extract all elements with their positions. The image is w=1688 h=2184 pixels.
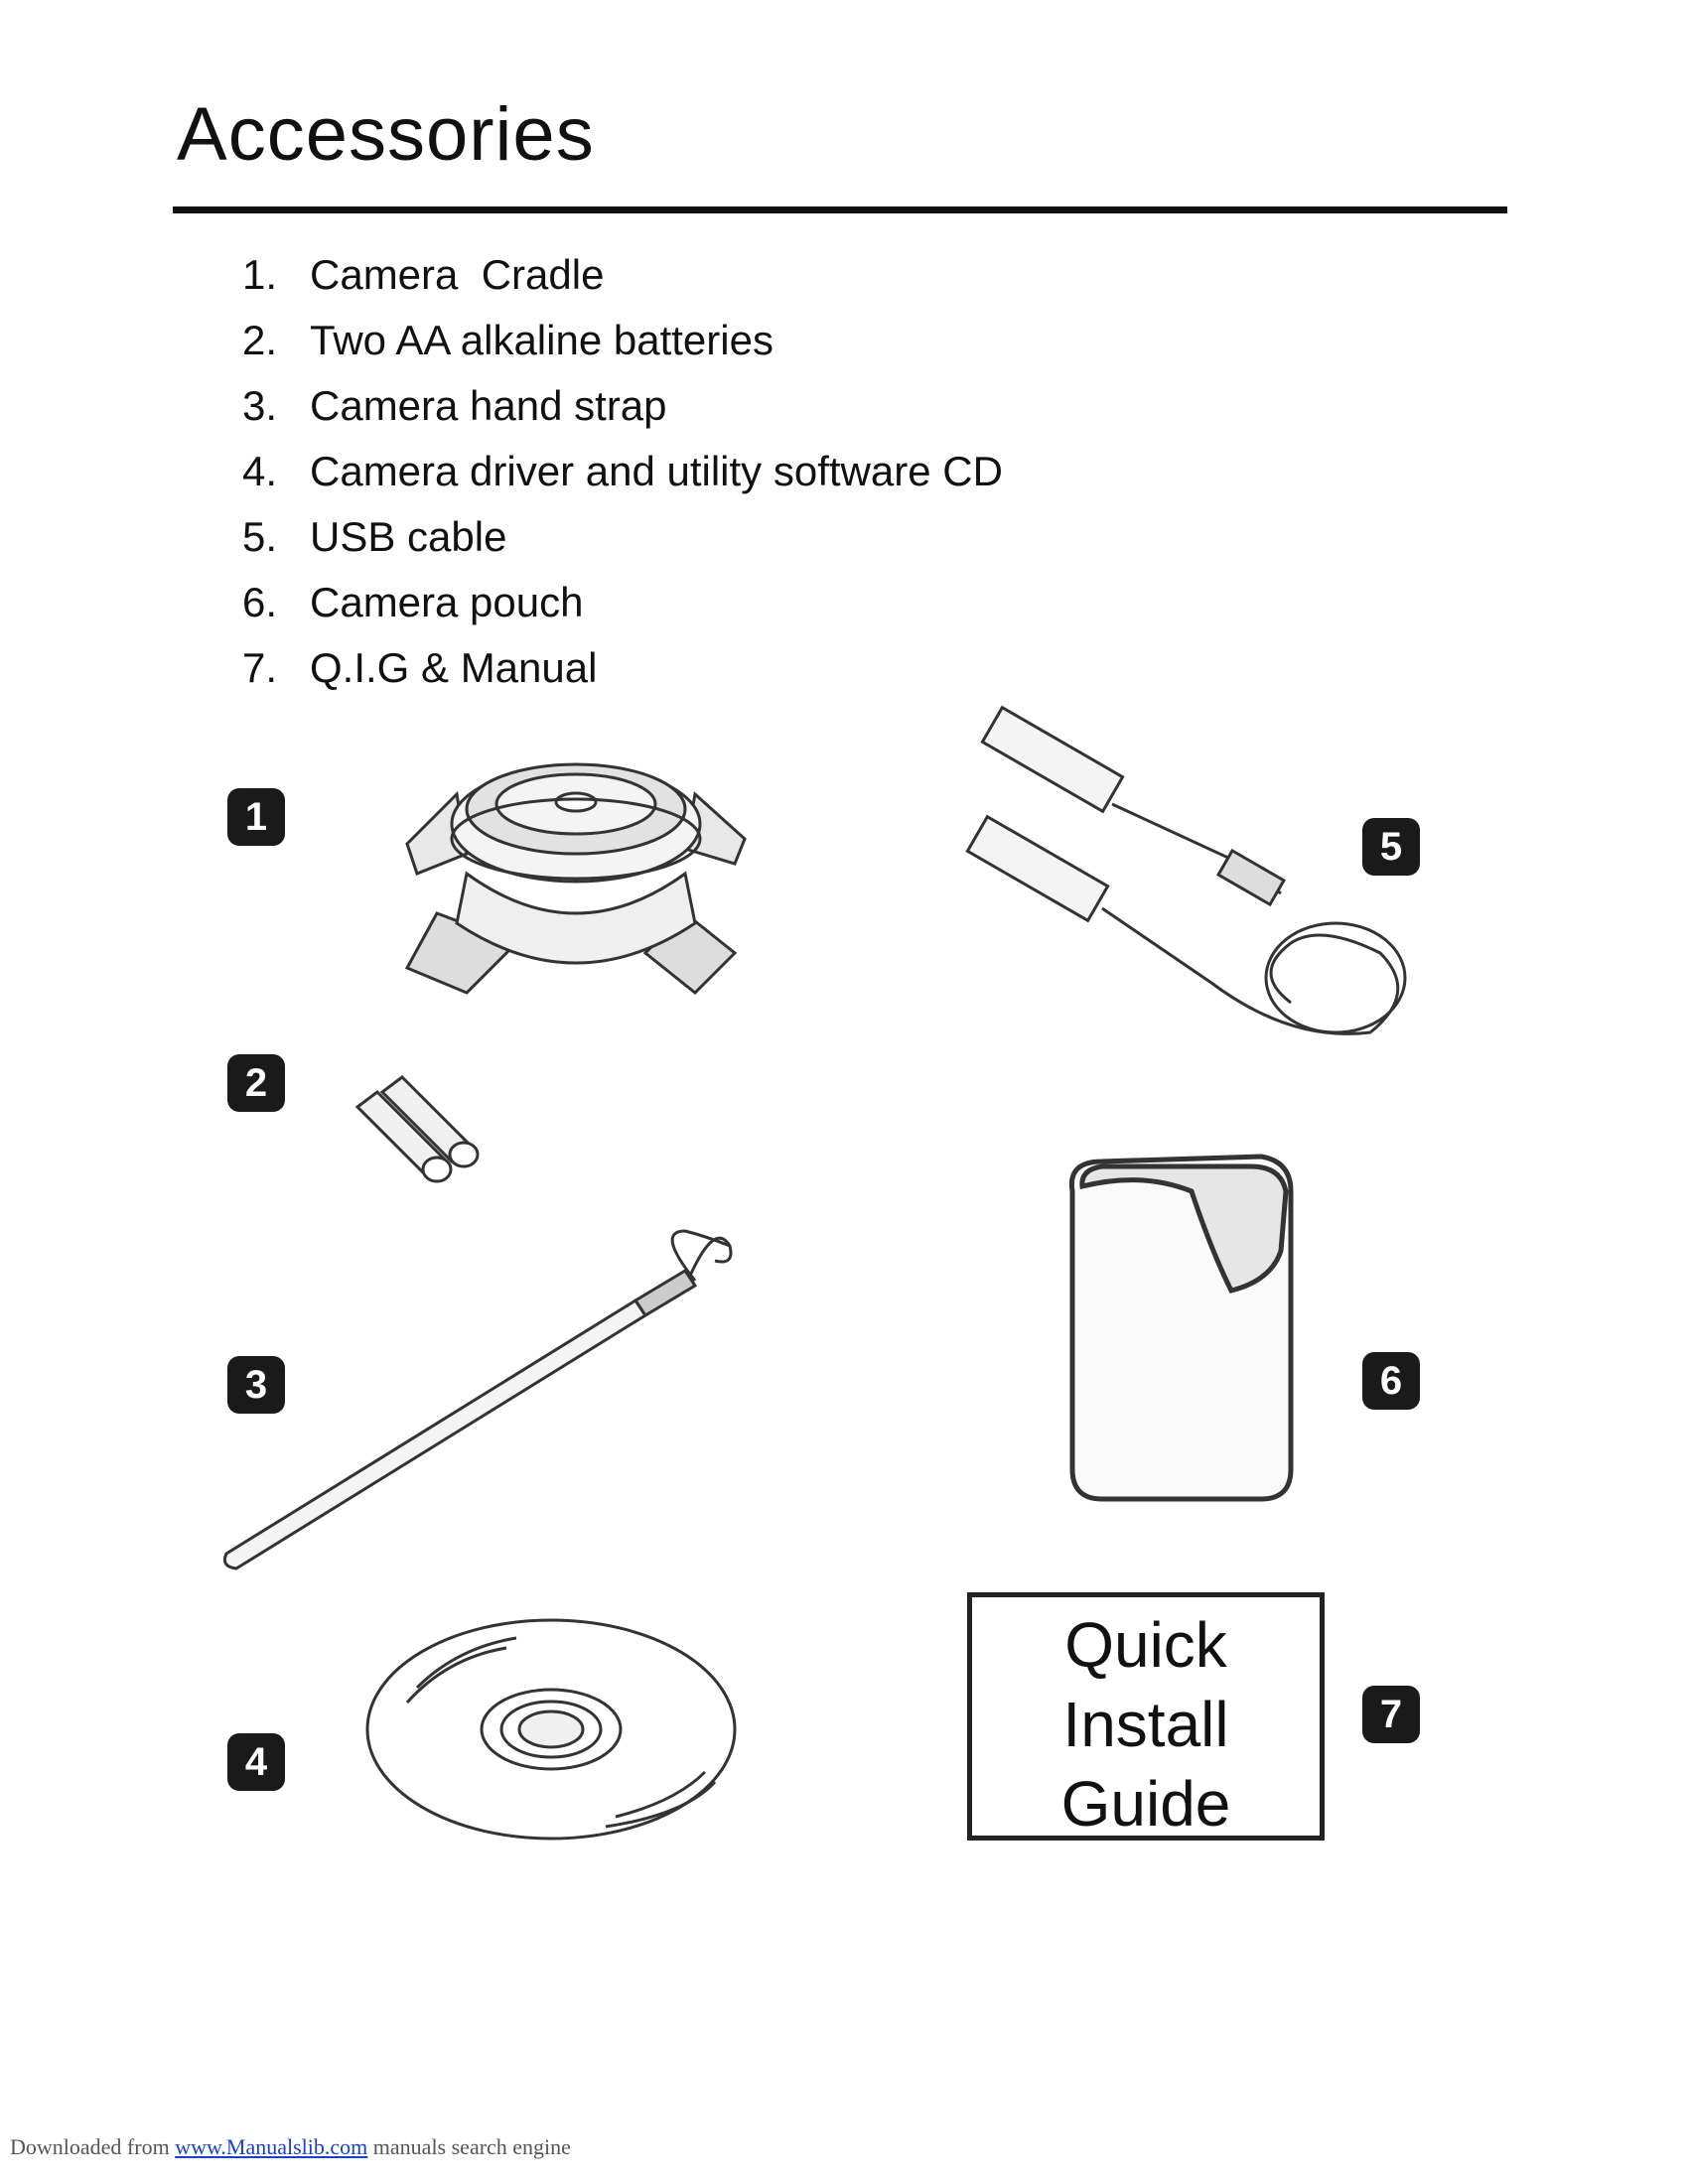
title-divider <box>173 206 1507 213</box>
footer: Downloaded from www.Manualslib.com manua… <box>10 2134 571 2159</box>
list-item: 1.Camera Cradle <box>242 246 1003 312</box>
page-title: Accessories <box>177 92 595 177</box>
list-item: 7.Q.I.G & Manual <box>242 639 1003 705</box>
list-item-label: Camera pouch <box>310 579 584 625</box>
badge-6: 6 <box>1362 1352 1420 1410</box>
list-item: 2.Two AA alkaline batteries <box>242 312 1003 377</box>
usb-cable-illustration <box>965 705 1407 1035</box>
cd-illustration <box>365 1618 737 1841</box>
list-item: 4.Camera driver and utility software CD <box>242 443 1003 508</box>
accessory-list: 1.Camera Cradle 2.Two AA alkaline batter… <box>242 246 1003 705</box>
badge-1: 1 <box>227 788 285 846</box>
batteries-illustration <box>354 1075 480 1183</box>
manualslib-link[interactable]: www.Manualslib.com <box>175 2134 368 2159</box>
list-item: 5.USB cable <box>242 508 1003 574</box>
badge-2: 2 <box>227 1054 285 1112</box>
list-item-label: USB cable <box>310 513 507 560</box>
camera-cradle-illustration <box>404 762 747 996</box>
badge-7: 7 <box>1362 1686 1420 1743</box>
pouch-illustration <box>1068 1154 1294 1502</box>
list-item-label: Camera hand strap <box>310 382 667 429</box>
list-item: 6.Camera pouch <box>242 574 1003 639</box>
hand-strap-illustration <box>222 1229 733 1570</box>
list-item: 3.Camera hand strap <box>242 377 1003 443</box>
badge-4: 4 <box>227 1733 285 1791</box>
list-item-label: Q.I.G & Manual <box>310 644 598 691</box>
list-item-label: Camera Cradle <box>310 251 605 298</box>
list-item-label: Camera driver and utility software CD <box>310 448 1003 494</box>
badge-5: 5 <box>1362 818 1420 876</box>
badge-3: 3 <box>227 1356 285 1414</box>
list-item-label: Two AA alkaline batteries <box>310 317 774 363</box>
quick-install-guide-box: Quick Install Guide <box>967 1592 1325 1841</box>
